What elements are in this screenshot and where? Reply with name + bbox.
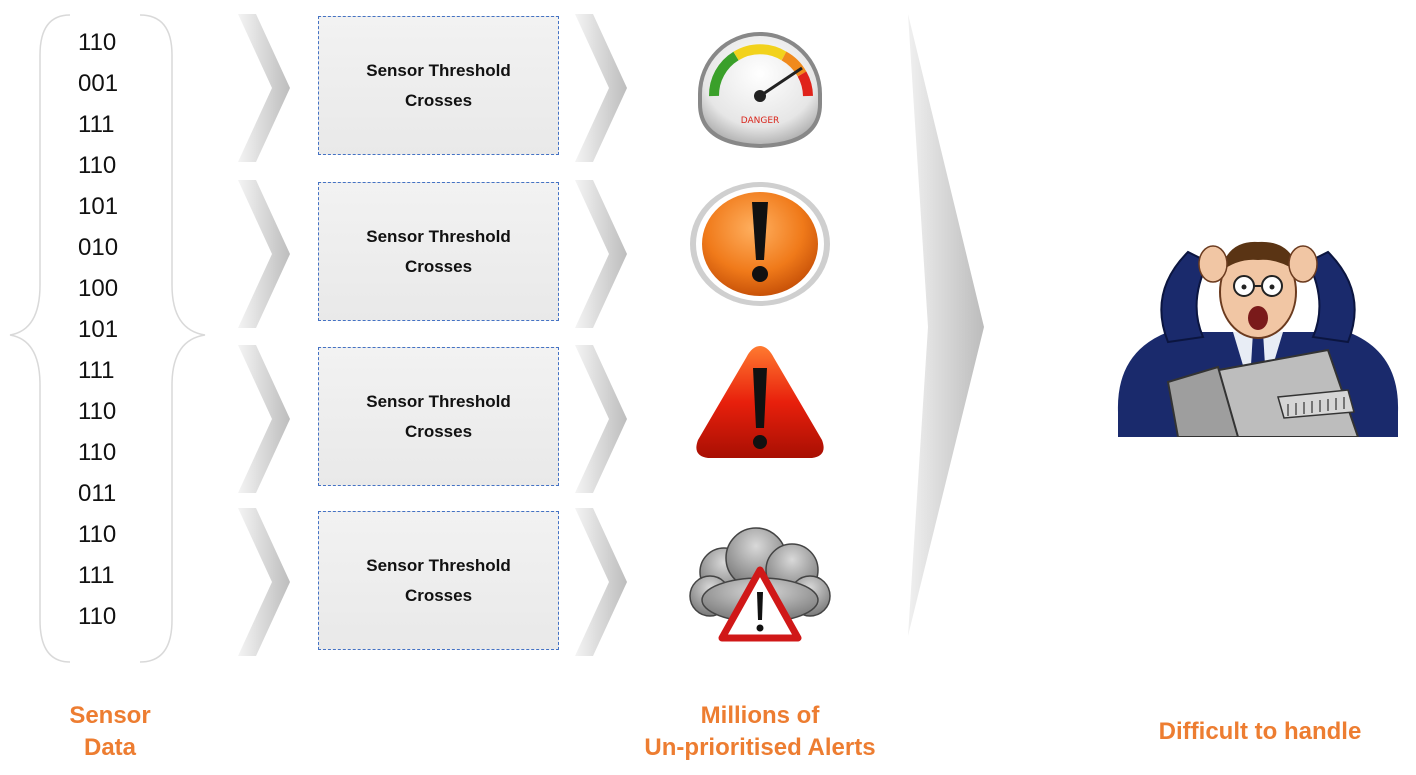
sensor-threshold-box: Sensor Threshold Crosses xyxy=(318,16,559,155)
binary-value: 101 xyxy=(78,316,119,343)
chevron-arrow-icon xyxy=(238,345,290,493)
chevron-arrow-icon xyxy=(238,180,290,328)
stressed-man-computer-icon xyxy=(1117,241,1399,437)
chevron-arrow-icon xyxy=(575,508,627,656)
binary-value: 110 xyxy=(78,603,117,630)
binary-value: 110 xyxy=(78,439,117,466)
sensor-threshold-label: Sensor Threshold Crosses xyxy=(366,391,511,441)
binary-value: 110 xyxy=(78,521,117,548)
curly-brace xyxy=(9,14,206,663)
binary-value: 101 xyxy=(78,193,119,220)
sensor-threshold-label: Sensor Threshold Crosses xyxy=(366,60,511,110)
chevron-arrow-icon xyxy=(575,180,627,328)
alerts-caption: Millions of Un-prioritised Alerts xyxy=(580,700,940,764)
large-chevron-arrow-icon xyxy=(908,14,984,636)
sensor-data-caption-line: Data xyxy=(83,734,137,761)
chevron-arrow-icon xyxy=(238,508,290,656)
sensor-threshold-box: Sensor Threshold Crosses xyxy=(318,347,559,486)
binary-value: 111 xyxy=(78,111,115,138)
binary-data-list: 110 001 111 110 101 010 100 101 111 110 … xyxy=(78,22,158,637)
sensor-threshold-label: Sensor Threshold Crosses xyxy=(366,226,511,276)
danger-gauge-icon: DANGER xyxy=(698,31,822,149)
binary-value: 110 xyxy=(78,398,117,425)
binary-value: 110 xyxy=(78,29,117,56)
sensor-threshold-box: Sensor Threshold Crosses xyxy=(318,511,559,650)
chevron-arrow-icon xyxy=(575,345,627,493)
binary-value: 110 xyxy=(78,152,117,179)
alerts-caption-line: Un-prioritised Alerts xyxy=(644,734,876,761)
binary-value: 010 xyxy=(78,234,119,261)
exclamation-triangle-icon xyxy=(696,346,824,458)
sensor-data-caption-line: Sensor xyxy=(69,702,151,729)
binary-value: 001 xyxy=(78,70,119,97)
storm-cloud-warning-icon xyxy=(689,527,831,642)
sensor-threshold-label: Sensor Threshold Crosses xyxy=(366,555,511,605)
sensor-data-caption: Sensor Data xyxy=(30,700,190,764)
chevron-arrow-icon xyxy=(238,14,290,162)
sensor-threshold-box: Sensor Threshold Crosses xyxy=(318,182,559,321)
difficult-caption: Difficult to handle xyxy=(1158,718,1362,745)
chevron-arrow-icon xyxy=(575,14,627,162)
binary-value: 111 xyxy=(78,562,115,589)
binary-value: 011 xyxy=(78,480,117,507)
binary-value: 100 xyxy=(78,275,119,302)
gauge-label: DANGER xyxy=(741,116,780,126)
binary-value: 111 xyxy=(78,357,115,384)
alerts-caption-line: Millions of xyxy=(700,702,820,729)
exclamation-circle-icon xyxy=(690,182,830,306)
